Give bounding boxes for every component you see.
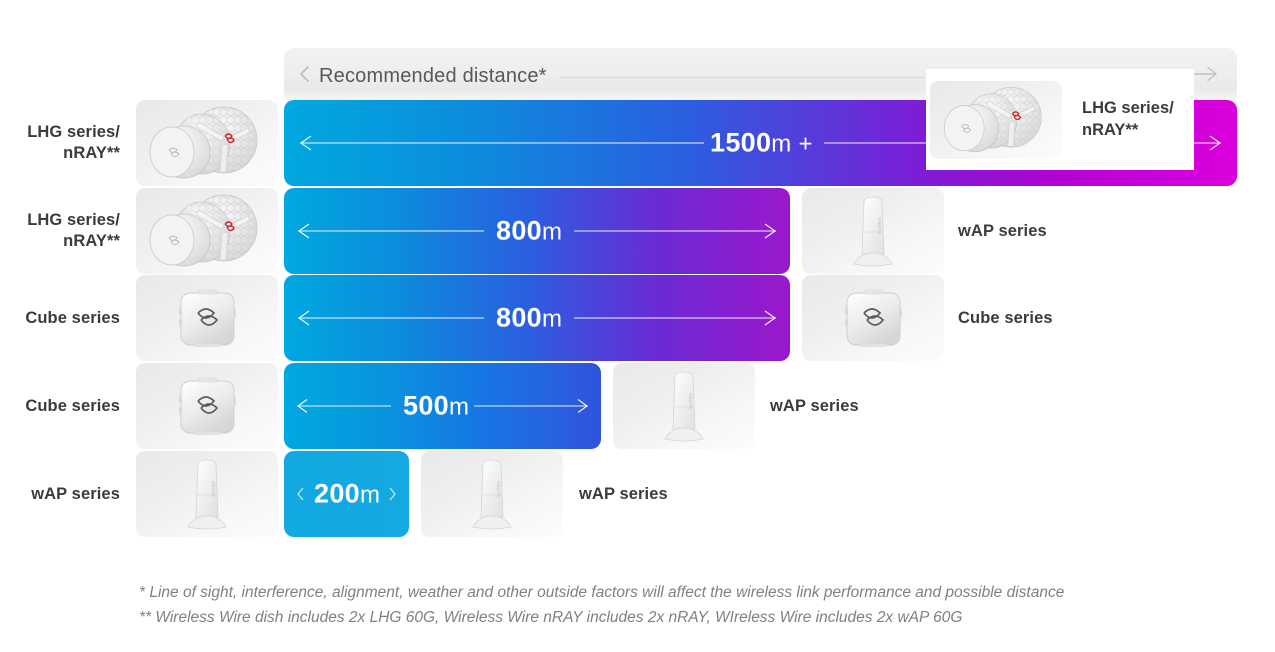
device-thumb-cube-left [136, 275, 278, 361]
distance-bar-200m: 200m [284, 451, 409, 537]
distance-unit: m [541, 218, 563, 246]
right-label-800m-wap: wAP series [958, 221, 1047, 240]
left-label-200m: wAP series [31, 484, 120, 503]
device-thumb-lhg-nray-left [136, 188, 278, 274]
svg-text:MikroTik: MikroTik [688, 393, 693, 410]
distance-label-1500m: 1500m + [710, 128, 813, 159]
right-label-200m: wAP series [579, 484, 668, 503]
device-thumb-wap-right: MikroTik [613, 363, 755, 449]
bidirectional-chevron-icon [297, 487, 396, 501]
svg-text:MikroTik: MikroTik [496, 481, 501, 498]
header-divider [560, 77, 1179, 78]
footnote-1: * Line of sight, interference, alignment… [139, 584, 1065, 601]
device-thumb-wap-left: MikroTik [136, 451, 278, 537]
bidirectional-arrow-icon [296, 399, 589, 413]
left-label-line2: nRAY** [63, 232, 120, 250]
left-label-800m-wap: LHG series/ nRAY** [0, 188, 120, 274]
distance-value: 800 [496, 215, 542, 246]
left-label-line1: LHG series/ [27, 211, 120, 230]
row-200m: wAP series MikroTik 200m [0, 451, 1275, 537]
page-title: Recommended distance* [319, 65, 547, 87]
bidirectional-arrow-icon [297, 223, 777, 239]
distance-label-200m: 200m [314, 479, 380, 510]
left-label-line2: nRAY** [63, 144, 120, 162]
device-thumb-cube-left [136, 363, 278, 449]
left-label-1500m: LHG series/ nRAY** [0, 100, 120, 186]
distance-label-500m: 500m [403, 391, 469, 422]
distance-label-800m-wap: 800m [496, 216, 562, 247]
device-thumb-lhg-nray-left [136, 100, 278, 186]
distance-value: 200 [314, 478, 360, 509]
right-label-800m-cube: Cube series [958, 308, 1053, 327]
left-label-800m-cube: Cube series [25, 308, 120, 327]
footnote-2: ** Wireless Wire dish includes 2x LHG 60… [139, 609, 963, 627]
distance-unit: m [359, 481, 381, 509]
distance-bar-500m: 500m [284, 363, 601, 449]
tooltip-device-thumb [930, 80, 1062, 159]
row-800m-cube: Cube series [0, 275, 1275, 361]
distance-unit: m [541, 305, 563, 333]
tooltip-label-line2: nRAY** [1082, 120, 1139, 139]
tooltip-label-line1: LHG series/ [1082, 99, 1174, 118]
right-label-500m: wAP series [770, 396, 859, 415]
distance-unit: m [448, 393, 470, 421]
tooltip-label: LHG series/ nRAY** [1082, 98, 1174, 141]
distance-value: 500 [403, 390, 449, 421]
row-500m: Cube series 500m [0, 363, 1275, 449]
distance-label-800m-cube: 800m [496, 303, 562, 334]
footnotes: * Line of sight, interference, alignment… [139, 580, 1259, 630]
distance-unit: m + [771, 130, 813, 158]
left-label-line1: LHG series/ [27, 123, 120, 142]
svg-text:MikroTik: MikroTik [877, 218, 882, 235]
distance-bar-800m-wap: 800m [284, 188, 790, 274]
distance-bar-800m-cube: 800m [284, 275, 790, 361]
row-800m-wap: LHG series/ nRAY** [0, 188, 1275, 274]
tooltip-card-lhg-nray[interactable]: LHG series/ nRAY** [926, 69, 1194, 170]
distance-value: 800 [496, 302, 542, 333]
distance-value: 1500 [710, 127, 772, 158]
left-label-500m: Cube series [25, 396, 120, 415]
chevron-left-icon[interactable] [298, 64, 311, 89]
bidirectional-arrow-icon [297, 310, 777, 326]
svg-text:MikroTik: MikroTik [211, 481, 216, 498]
device-thumb-cube-right [802, 275, 944, 361]
device-thumb-wap-right: MikroTik [802, 188, 944, 274]
device-thumb-wap-right: MikroTik [421, 451, 563, 537]
